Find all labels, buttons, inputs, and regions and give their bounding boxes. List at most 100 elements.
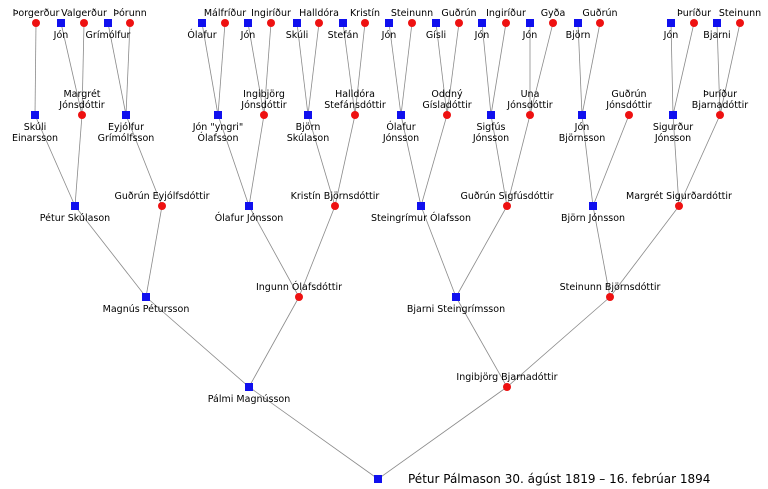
male-node-grimolfur[interactable] xyxy=(104,19,112,27)
male-node-olafur-jonsson[interactable] xyxy=(245,202,253,210)
parent-link xyxy=(263,22,272,116)
parent-link xyxy=(217,114,250,207)
person-name-label: Ingibjörg xyxy=(243,89,285,100)
person-name-label: Ingiríður xyxy=(486,8,526,19)
male-node-skuli-einarsson[interactable] xyxy=(31,111,39,119)
person-name-label: Guðrún xyxy=(582,8,617,19)
person-name-label: Einarsson xyxy=(12,133,58,144)
person-name-label: Guðrún xyxy=(441,8,476,19)
male-node-olafur[interactable] xyxy=(198,19,206,27)
male-node-jon[interactable] xyxy=(667,19,675,27)
female-node-gu-run[interactable] xyxy=(596,19,604,27)
parent-link xyxy=(377,386,508,480)
parent-link xyxy=(506,296,611,388)
female-node-una-jonsdottir[interactable] xyxy=(526,111,534,119)
male-node-jon[interactable] xyxy=(244,19,252,27)
parent-link xyxy=(581,114,594,207)
parent-link xyxy=(581,22,601,116)
female-node-halldora[interactable] xyxy=(315,19,323,27)
female-node-kristin[interactable] xyxy=(361,19,369,27)
male-node-jon[interactable] xyxy=(57,19,65,27)
male-node-jon[interactable] xyxy=(526,19,534,27)
female-node-margret-jonsdottir[interactable] xyxy=(78,111,86,119)
male-node-gisli[interactable] xyxy=(432,19,440,27)
female-node-orunn[interactable] xyxy=(126,19,134,27)
parent-link xyxy=(201,22,219,116)
male-node-skuli[interactable] xyxy=(293,19,301,27)
person-name-label: Una xyxy=(521,89,540,100)
female-node-ingiri-ur[interactable] xyxy=(267,19,275,27)
male-node-stefan[interactable] xyxy=(339,19,347,27)
parent-link xyxy=(400,114,422,207)
person-name-label: Stefánsdóttir xyxy=(324,100,386,111)
person-name-label: Björnsson xyxy=(559,133,605,144)
person-name-label: Ólafsson xyxy=(197,132,238,144)
person-name-label: Halldóra xyxy=(299,8,339,19)
person-name-label: Stefán xyxy=(328,30,359,41)
female-node-gu-run-jonsdottir[interactable] xyxy=(625,111,633,119)
female-node-steinunn-bjornsdottir[interactable] xyxy=(606,293,614,301)
female-node-ingibjorg-bjarnadottir[interactable] xyxy=(503,383,511,391)
person-name-label: Steingrímur Ólafsson xyxy=(371,212,471,224)
male-node-bjarni[interactable] xyxy=(713,19,721,27)
parent-link xyxy=(60,22,83,116)
person-name-label: Steinunn xyxy=(391,8,433,19)
tree-caption: Pétur Pálmason 30. ágúst 1819 – 16. febr… xyxy=(408,472,710,486)
female-node-uri-ur[interactable] xyxy=(690,19,698,27)
person-name-label: Þuríður xyxy=(703,89,737,100)
person-name-label: Gísladóttir xyxy=(422,100,471,111)
female-node-gu-run-sigfusdottir[interactable] xyxy=(503,202,511,210)
male-node-bjorn-jonsson[interactable] xyxy=(589,202,597,210)
parent-link xyxy=(145,296,250,388)
person-name-label: Jón xyxy=(53,30,69,41)
male-node-steingrimur-olafsson[interactable] xyxy=(417,202,425,210)
parent-link xyxy=(307,22,320,116)
female-node-valger-ur[interactable] xyxy=(80,19,88,27)
person-name-label: Skúlason xyxy=(287,133,330,144)
male-node-jon[interactable] xyxy=(385,19,393,27)
male-node-sigur-ur-jonsson[interactable] xyxy=(669,111,677,119)
parent-link xyxy=(719,22,741,116)
female-node-ingiri-ur[interactable] xyxy=(502,19,510,27)
female-node-ingibjorg-jonsdottir[interactable] xyxy=(260,111,268,119)
female-node-gy-a[interactable] xyxy=(549,19,557,27)
male-node-bjarni-steingrimsson[interactable] xyxy=(452,293,460,301)
person-name-label: Gyða xyxy=(541,8,566,19)
female-node-gu-run[interactable] xyxy=(455,19,463,27)
male-node-petur-palmason-30-agust-1819-16-februar-1894[interactable] xyxy=(374,475,382,483)
person-name-label: Jón xyxy=(474,30,490,41)
female-node-kristin-bjornsdottir[interactable] xyxy=(331,202,339,210)
male-node-magnus-petursson[interactable] xyxy=(142,293,150,301)
female-node-uri-ur-bjarnadottir[interactable] xyxy=(716,111,724,119)
person-name-label: Halldóra xyxy=(335,89,375,100)
male-node-bjorn[interactable] xyxy=(574,19,582,27)
female-node-halldora-stefansdottir[interactable] xyxy=(351,111,359,119)
person-name-label: Gísli xyxy=(426,30,446,41)
male-node-petur-skulason[interactable] xyxy=(71,202,79,210)
person-name-label: Grímólfur xyxy=(86,30,131,41)
male-node-bjorn-skulason[interactable] xyxy=(304,111,312,119)
female-node-steinunn[interactable] xyxy=(408,19,416,27)
male-node-jon-yngri-olafsson[interactable] xyxy=(214,111,222,119)
male-node-jon-bjornsson[interactable] xyxy=(578,111,586,119)
person-name-label: Ingunn Ólafsdóttir xyxy=(256,281,342,293)
male-node-sigfus-jonsson[interactable] xyxy=(487,111,495,119)
female-node-gu-run-eyjolfsdottir[interactable] xyxy=(158,202,166,210)
male-node-jon[interactable] xyxy=(478,19,486,27)
parent-link xyxy=(354,22,366,116)
male-node-eyjolfur-grimolfsson[interactable] xyxy=(122,111,130,119)
male-node-olafur-jonsson[interactable] xyxy=(397,111,405,119)
parent-link xyxy=(400,22,413,116)
female-node-steinunn[interactable] xyxy=(736,19,744,27)
female-node-oddny-gisladottir[interactable] xyxy=(443,111,451,119)
female-node-ingunn-olafsdottir[interactable] xyxy=(295,293,303,301)
person-name-label: Málfríður xyxy=(204,8,246,19)
male-node-palmi-magnusson[interactable] xyxy=(245,383,253,391)
female-node-malfri-ur[interactable] xyxy=(221,19,229,27)
female-node-margret-sigur-ardottir[interactable] xyxy=(675,202,683,210)
female-node-orger-ur[interactable] xyxy=(32,19,40,27)
person-name-label: Jónsdóttir xyxy=(240,100,287,111)
person-name-label: Guðrún xyxy=(611,89,646,100)
person-name-label: Jón xyxy=(381,30,397,41)
